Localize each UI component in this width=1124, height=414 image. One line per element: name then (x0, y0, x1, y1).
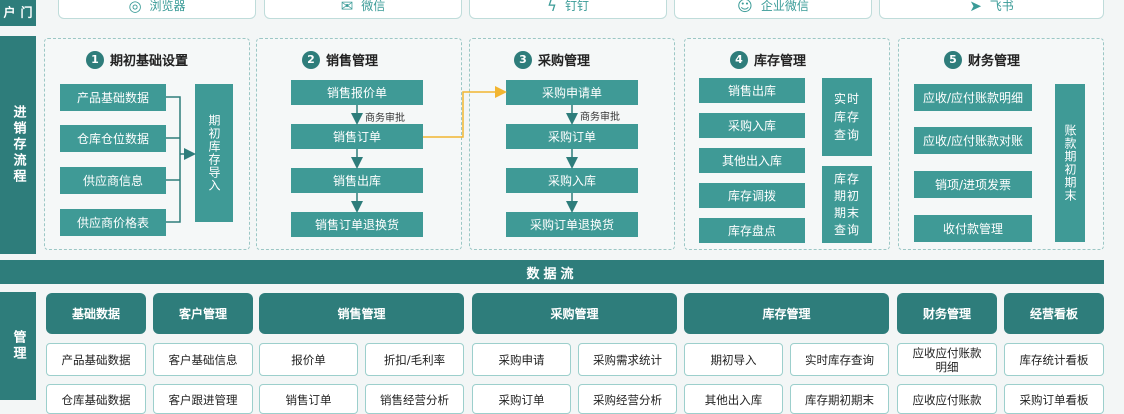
module-cell[interactable]: 销售经营分析 (365, 384, 464, 414)
process-side-label: 进销存流程 (0, 36, 36, 254)
flow-box[interactable]: 其他出入库 (699, 148, 805, 173)
flow-box[interactable]: 仓库仓位数据 (60, 125, 166, 152)
section-title-text: 期初基础设置 (110, 54, 189, 69)
step-number: 1 (86, 50, 104, 69)
client-wecom[interactable]: ☺ 企业微信 (674, 0, 872, 19)
manage-side-label: 管理 (0, 292, 36, 400)
step-number: 2 (302, 50, 320, 69)
module-cell[interactable]: 应收应付账款 (897, 384, 997, 414)
client-label: 钉钉 (564, 0, 589, 13)
step-number: 5 (944, 50, 962, 69)
module-dashboard[interactable]: 经营看板 (1004, 293, 1104, 334)
flow-box[interactable]: 应收/应付账款明细 (914, 84, 1032, 111)
feishu-icon: ➤ (969, 0, 982, 15)
approval-label: 商务审批 (580, 112, 620, 123)
module-purchase[interactable]: 采购管理 (472, 293, 677, 334)
client-label: 企业微信 (760, 0, 809, 13)
section-finance-title: 5 财务管理 (944, 50, 1020, 69)
flow-box[interactable]: 销售报价单 (291, 80, 423, 105)
section-inventory-title: 4 库存管理 (730, 50, 806, 69)
realtime-stock-box[interactable]: 实时库存查询 (822, 78, 872, 156)
client-label: 浏览器 (149, 0, 186, 13)
flow-box[interactable]: 采购订单 (506, 124, 638, 149)
module-cell[interactable]: 客户基础信息 (153, 343, 253, 376)
module-cell[interactable]: 采购订单看板 (1004, 384, 1104, 414)
section-title-text: 采购管理 (538, 54, 591, 69)
flow-box[interactable]: 供应商信息 (60, 167, 166, 194)
flow-box[interactable]: 销售订单 (291, 124, 423, 149)
module-cell[interactable]: 产品基础数据 (46, 343, 146, 376)
account-period-box[interactable]: 账款期初期末 (1055, 84, 1085, 242)
browser-icon: ◎ (128, 0, 142, 15)
section-initial-setup-title: 1 期初基础设置 (86, 50, 188, 69)
flow-box[interactable]: 收付款管理 (914, 215, 1032, 242)
initial-stock-import-box[interactable]: 期初库存导入 (195, 84, 233, 222)
flow-box[interactable]: 采购申请单 (506, 80, 638, 105)
section-purchase-title: 3 采购管理 (514, 50, 590, 69)
flow-connectors (166, 86, 578, 223)
flow-box[interactable]: 供应商价格表 (60, 209, 166, 236)
module-basic-data[interactable]: 基础数据 (46, 293, 146, 334)
flow-box[interactable]: 销售出库 (699, 78, 805, 103)
sales-to-purchase-arrow (423, 86, 507, 138)
client-label: 飞书 (989, 0, 1014, 13)
module-cell[interactable]: 采购需求统计 (578, 343, 677, 376)
flow-box[interactable]: 采购入库 (506, 168, 638, 193)
stock-period-box[interactable]: 库存期初期末查询 (822, 166, 872, 243)
module-cell[interactable]: 采购申请 (472, 343, 571, 376)
module-cell[interactable]: 其他出入库 (684, 384, 783, 414)
module-cell[interactable]: 报价单 (259, 343, 358, 376)
data-flow-bar: 数据流 (0, 260, 1104, 284)
flow-box[interactable]: 采购入库 (699, 113, 805, 138)
wechat-icon: ✉ (340, 0, 354, 15)
setup-bracket (166, 96, 196, 223)
module-cell[interactable]: 应收应付账款明细 (897, 343, 997, 376)
section-title-text: 库存管理 (754, 54, 807, 69)
client-browser[interactable]: ◎ 浏览器 (58, 0, 256, 19)
module-cell[interactable]: 库存期初期末 (790, 384, 889, 414)
module-cell[interactable]: 客户跟进管理 (153, 384, 253, 414)
flow-box[interactable]: 应收/应付账款对账 (914, 127, 1032, 154)
flow-box[interactable]: 销项/进项发票 (914, 171, 1032, 198)
flow-box[interactable]: 销售订单退换货 (291, 212, 423, 237)
client-label: 微信 (361, 0, 386, 13)
client-side-label: 门户 (0, 0, 36, 26)
section-title-text: 财务管理 (968, 54, 1021, 69)
dingtalk-icon: ϟ (547, 0, 557, 15)
flow-box[interactable]: 库存盘点 (699, 218, 805, 243)
flow-box[interactable]: 销售出库 (291, 168, 423, 193)
step-number: 3 (514, 50, 532, 69)
client-feishu[interactable]: ➤ 飞书 (879, 0, 1104, 19)
wecom-icon: ☺ (737, 0, 753, 15)
module-cell[interactable]: 期初导入 (684, 343, 783, 376)
module-finance[interactable]: 财务管理 (897, 293, 997, 334)
module-cell[interactable]: 折扣/毛利率 (365, 343, 464, 376)
step-number: 4 (730, 50, 748, 69)
module-cell[interactable]: 仓库基础数据 (46, 384, 146, 414)
module-cell[interactable]: 采购经营分析 (578, 384, 677, 414)
approval-label: 商务审批 (365, 113, 405, 124)
client-wechat[interactable]: ✉ 微信 (264, 0, 462, 19)
client-dingtalk[interactable]: ϟ 钉钉 (469, 0, 667, 19)
flow-box[interactable]: 库存调拨 (699, 183, 805, 208)
module-cell[interactable]: 实时库存查询 (790, 343, 889, 376)
flow-box[interactable]: 产品基础数据 (60, 84, 166, 111)
module-cell[interactable]: 库存统计看板 (1004, 343, 1104, 376)
module-sales[interactable]: 销售管理 (259, 293, 464, 334)
module-cell[interactable]: 销售订单 (259, 384, 358, 414)
module-cell[interactable]: 采购订单 (472, 384, 571, 414)
flow-box[interactable]: 采购订单退换货 (506, 212, 638, 237)
module-customer[interactable]: 客户管理 (153, 293, 253, 334)
section-title-text: 销售管理 (326, 54, 379, 69)
module-inventory[interactable]: 库存管理 (684, 293, 889, 334)
section-sales-title: 2 销售管理 (302, 50, 378, 69)
